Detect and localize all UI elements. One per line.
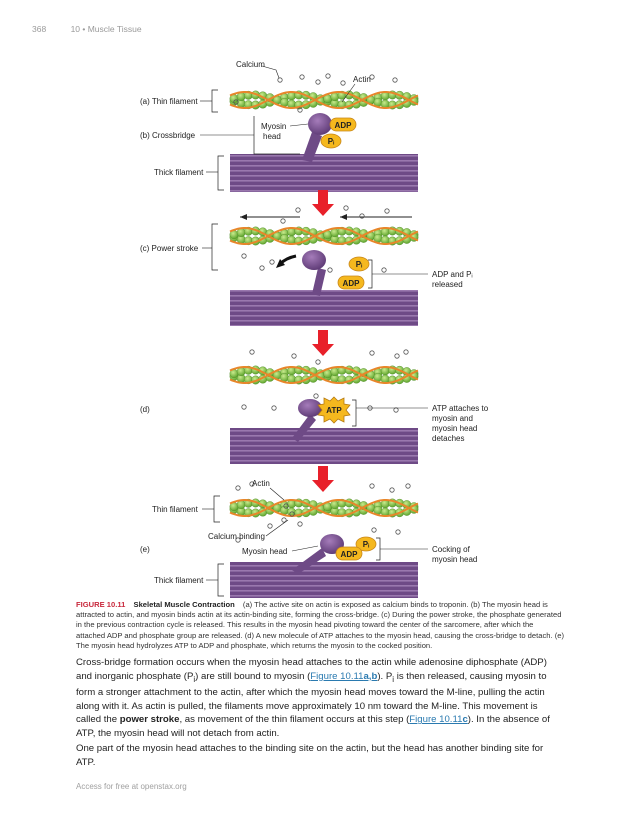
myosin-head-label-a: Myosin — [261, 122, 286, 131]
thin-filament-a — [229, 90, 419, 110]
tropomyosin-strand — [229, 91, 419, 109]
svg-text:ATP: ATP — [326, 406, 342, 415]
figure-link-ab[interactable]: Figure 10.11a,b — [310, 670, 378, 682]
figure-title: Skeletal Muscle Contraction — [133, 600, 235, 609]
thick-filament-label-a: Thick filament — [154, 168, 204, 177]
page-header: 368 10 • Muscle Tissue — [32, 24, 142, 34]
thin-filament-e — [229, 498, 419, 518]
adp-badge-e — [335, 546, 363, 561]
tropomyosin-strand — [229, 499, 419, 517]
actin-label-a: Actin — [353, 75, 371, 84]
pi-label-a: Pᵢ — [328, 137, 334, 146]
calcium-ions-e — [235, 481, 411, 543]
panel-d-label: (d) — [140, 405, 150, 414]
myosin-head-a — [308, 113, 332, 135]
chapter-title: 10 • Muscle Tissue — [70, 24, 142, 34]
svg-text:ADP: ADP — [341, 550, 359, 559]
myosin-neck-e — [292, 548, 326, 574]
myosin-neck-a — [302, 132, 322, 162]
adp-pi-released-label: ADP and Pᵢ — [432, 270, 473, 279]
svg-text:detaches: detaches — [432, 434, 464, 443]
pi-badge-e — [355, 536, 377, 552]
svg-text:myosin head: myosin head — [432, 555, 477, 564]
down-arrow-2 — [312, 330, 334, 356]
calcium-ions-d — [241, 349, 409, 413]
panel-e-label: (e) — [140, 545, 150, 554]
thin-filament-label-e: Thin filament — [152, 505, 199, 514]
actin-label-e: Actin — [252, 479, 270, 488]
tropomyosin-strand — [229, 91, 419, 109]
paragraph-1: Cross-bridge formation occurs when the m… — [76, 657, 550, 739]
panel-ab: ADP Pᵢ Calcium Actin (a) Thin filament (… — [140, 60, 419, 192]
panel-e: Pᵢ ADP Actin Thin filament Calcium bindi… — [140, 479, 477, 598]
thick-filament-d — [230, 428, 418, 464]
cocking-label: Cocking of — [432, 545, 471, 554]
adp-badge-c — [337, 275, 365, 290]
figure-number: FIGURE 10.11 — [76, 600, 126, 609]
figure-caption-text: (a) The active site on actin is exposed … — [76, 600, 564, 650]
tropomyosin-strand — [229, 499, 419, 517]
myosin-head-c — [302, 250, 326, 270]
calcium-ions-c — [241, 205, 390, 273]
calcium-label-a: Calcium — [236, 60, 265, 69]
tropomyosin-strand — [229, 366, 419, 384]
pi-badge-a — [320, 133, 342, 149]
adp-label-a: ADP — [335, 121, 353, 130]
svg-text:myosin head: myosin head — [432, 424, 477, 433]
power-stroke-term: power stroke — [119, 714, 180, 726]
svg-text:Pᵢ: Pᵢ — [363, 540, 369, 549]
crossbridge-label-a: (b) Crossbridge — [140, 131, 196, 140]
footer-link[interactable]: Access for free at openstax.org — [76, 782, 187, 791]
myosin-head-label-e: Myosin head — [242, 547, 287, 556]
myosin-head-label-a-2: head — [263, 132, 281, 141]
figure-caption: FIGURE 10.11 Skeletal Muscle Contraction… — [76, 600, 564, 651]
calcium-binding-label: Calcium binding — [208, 532, 265, 541]
thick-filament-e — [230, 562, 418, 598]
adp-badge-a — [329, 117, 357, 132]
atp-burst — [317, 396, 351, 424]
thin-filament-label-a: (a) Thin filament — [140, 97, 198, 106]
thick-filament-a — [230, 154, 418, 192]
tropomyosin-strand — [229, 227, 419, 245]
actin-pointer-a — [341, 83, 356, 103]
thin-filament-c — [229, 226, 419, 246]
panel-d: ATP (d) ATP attaches to myosin and myosi… — [140, 349, 489, 464]
down-arrow-3 — [312, 466, 334, 492]
myosin-neck-d — [292, 414, 316, 442]
thin-filament-d — [229, 365, 419, 385]
thick-filament-label-e: Thick filament — [154, 576, 204, 585]
page-number: 368 — [32, 24, 47, 34]
muscle-contraction-figure: ADP Pᵢ Calcium Actin (a) Thin filament (… — [140, 60, 489, 598]
calcium-ions-a — [233, 73, 398, 113]
myosin-head-d — [298, 399, 322, 417]
svg-text:ADP: ADP — [343, 279, 361, 288]
myosin-neck-c — [312, 268, 326, 296]
paragraph-2: One part of the myosin head attaches to … — [76, 743, 544, 768]
power-stroke-label: (c) Power stroke — [140, 244, 199, 253]
svg-text:Pᵢ: Pᵢ — [356, 260, 362, 269]
down-arrow-1 — [312, 190, 334, 216]
tropomyosin-strand — [229, 227, 419, 245]
svg-text:released: released — [432, 280, 463, 289]
tropomyosin-strand — [229, 366, 419, 384]
figure-link-c[interactable]: Figure 10.11c — [409, 714, 468, 726]
atp-attaches-label: ATP attaches to — [432, 404, 489, 413]
panel-c: Pᵢ ADP (c) Power stroke ADP and Pᵢ relea… — [140, 205, 473, 326]
calcium-pointer-a — [261, 65, 280, 79]
thick-filament-c — [230, 290, 418, 326]
pi-badge-c — [348, 256, 370, 272]
svg-text:myosin and: myosin and — [432, 414, 473, 423]
